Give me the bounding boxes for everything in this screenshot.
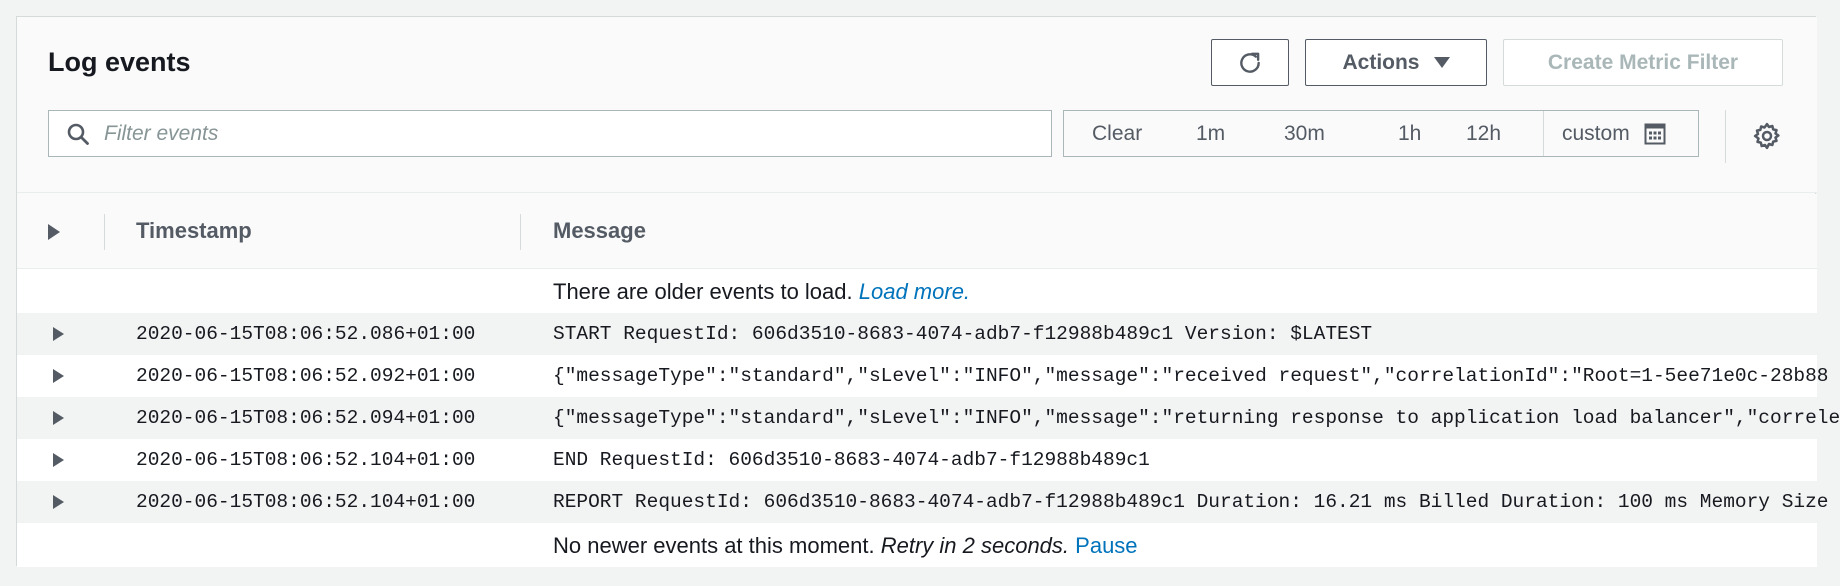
time-range-custom[interactable]: custom bbox=[1543, 111, 1699, 156]
gear-icon[interactable] bbox=[1752, 121, 1782, 151]
time-range-1m[interactable]: 1m bbox=[1196, 121, 1226, 145]
caret-down-icon bbox=[1433, 56, 1450, 68]
table-row[interactable]: 2020-06-15T08:06:52.104+01:00 END Reques… bbox=[17, 439, 1817, 481]
filter-events-field[interactable] bbox=[48, 110, 1052, 157]
pause-link[interactable]: Pause bbox=[1075, 533, 1138, 558]
time-range-30m[interactable]: 30m bbox=[1284, 121, 1325, 145]
row-timestamp: 2020-06-15T08:06:52.092+01:00 bbox=[136, 365, 476, 387]
row-message: REPORT RequestId: 606d3510-8683-4074-adb… bbox=[553, 491, 1829, 513]
create-metric-filter-button[interactable]: Create Metric Filter bbox=[1503, 39, 1783, 86]
row-timestamp: 2020-06-15T08:06:52.104+01:00 bbox=[136, 491, 476, 513]
time-range-12h[interactable]: 12h bbox=[1466, 121, 1502, 145]
actions-dropdown[interactable]: Actions bbox=[1305, 39, 1487, 86]
row-message: START RequestId: 606d3510-8683-4074-adb7… bbox=[553, 323, 1373, 345]
log-events-panel: Log events Actions Create Metric Filter bbox=[16, 16, 1840, 567]
expand-row-icon[interactable] bbox=[53, 327, 64, 341]
column-header-timestamp[interactable]: Timestamp bbox=[136, 218, 252, 243]
row-message: END RequestId: 606d3510-8683-4074-adb7-f… bbox=[553, 449, 1150, 471]
column-header-message[interactable]: Message bbox=[553, 218, 646, 243]
expand-row-icon[interactable] bbox=[53, 495, 64, 509]
time-range-custom-label: custom bbox=[1562, 121, 1630, 145]
create-metric-filter-label: Create Metric Filter bbox=[1547, 50, 1739, 74]
actions-label: Actions bbox=[1342, 50, 1420, 74]
time-range-selector: Clear 1m 30m 1h 12h custom bbox=[1063, 110, 1699, 157]
expand-row-icon[interactable] bbox=[53, 369, 64, 383]
row-message: {"messageType":"standard","sLevel":"INFO… bbox=[553, 407, 1840, 429]
time-range-clear[interactable]: Clear bbox=[1092, 121, 1143, 145]
expand-row-icon[interactable] bbox=[53, 411, 64, 425]
log-events-list: There are older events to load. Load mor… bbox=[17, 269, 1840, 567]
expand-row-icon[interactable] bbox=[53, 453, 64, 467]
row-message: {"messageType":"standard","sLevel":"INFO… bbox=[553, 365, 1829, 387]
table-row[interactable]: 2020-06-15T08:06:52.094+01:00 {"messageT… bbox=[17, 397, 1840, 439]
newer-events-notice: No newer events at this moment. Retry in… bbox=[17, 523, 1817, 567]
newer-events-text: No newer events at this moment. bbox=[553, 533, 875, 558]
expand-all-icon[interactable] bbox=[47, 224, 61, 240]
time-range-1h[interactable]: 1h bbox=[1398, 121, 1422, 145]
refresh-button[interactable] bbox=[1211, 39, 1289, 86]
row-timestamp: 2020-06-15T08:06:52.086+01:00 bbox=[136, 323, 476, 345]
retry-text: Retry in 2 seconds. bbox=[880, 533, 1070, 558]
column-divider bbox=[104, 214, 105, 250]
refresh-icon bbox=[1240, 52, 1260, 73]
older-events-notice: There are older events to load. Load mor… bbox=[17, 269, 1817, 313]
column-divider bbox=[520, 214, 521, 250]
filter-events-input[interactable] bbox=[104, 121, 1004, 146]
row-timestamp: 2020-06-15T08:06:52.104+01:00 bbox=[136, 449, 476, 471]
table-header: Timestamp Message bbox=[17, 194, 1817, 269]
table-row[interactable]: 2020-06-15T08:06:52.092+01:00 {"messageT… bbox=[17, 355, 1829, 397]
page-title: Log events bbox=[48, 47, 191, 77]
load-more-link[interactable]: Load more. bbox=[858, 279, 971, 304]
table-row[interactable]: 2020-06-15T08:06:52.086+01:00 START Requ… bbox=[17, 313, 1817, 355]
search-icon bbox=[67, 123, 89, 145]
panel-header: Log events Actions Create Metric Filter bbox=[17, 17, 1817, 193]
row-timestamp: 2020-06-15T08:06:52.094+01:00 bbox=[136, 407, 476, 429]
older-events-text: There are older events to load. bbox=[553, 279, 853, 304]
calendar-icon bbox=[1644, 123, 1666, 144]
divider bbox=[1725, 110, 1726, 163]
table-row[interactable]: 2020-06-15T08:06:52.104+01:00 REPORT Req… bbox=[17, 481, 1829, 523]
